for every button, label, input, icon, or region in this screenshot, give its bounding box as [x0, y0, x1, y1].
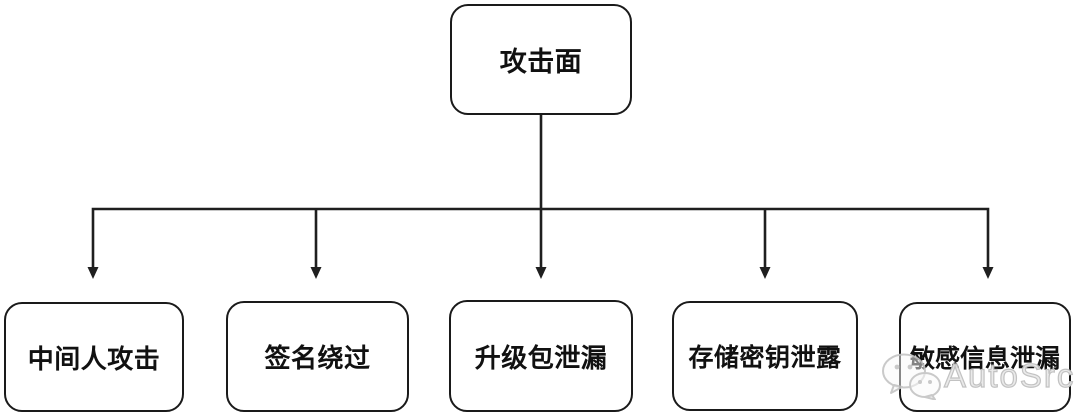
node-label: 升级包泄漏	[474, 342, 608, 373]
arrowhead-icon	[759, 267, 771, 279]
node-label: 中间人攻击	[27, 343, 161, 374]
node-label: 敏感信息泄漏	[909, 345, 1060, 373]
node-signature-bypass: 签名绕过	[226, 301, 409, 412]
node-mitm-attack: 中间人攻击	[4, 302, 184, 412]
node-label: 存储密钥泄露	[688, 344, 842, 372]
node-attack-surface: 攻击面	[450, 4, 632, 115]
node-upgrade-package-leak: 升级包泄漏	[449, 300, 633, 412]
arrowhead-icon	[982, 267, 994, 279]
arrowhead-icon	[87, 267, 99, 279]
node-stored-key-leak: 存储密钥泄露	[672, 301, 858, 411]
arrowhead-icon	[310, 267, 322, 279]
arrowhead-icon	[535, 267, 547, 279]
node-label: 签名绕过	[264, 343, 371, 373]
node-label: 攻击面	[499, 47, 583, 77]
node-sensitive-info-leak: 敏感信息泄漏	[899, 302, 1071, 412]
